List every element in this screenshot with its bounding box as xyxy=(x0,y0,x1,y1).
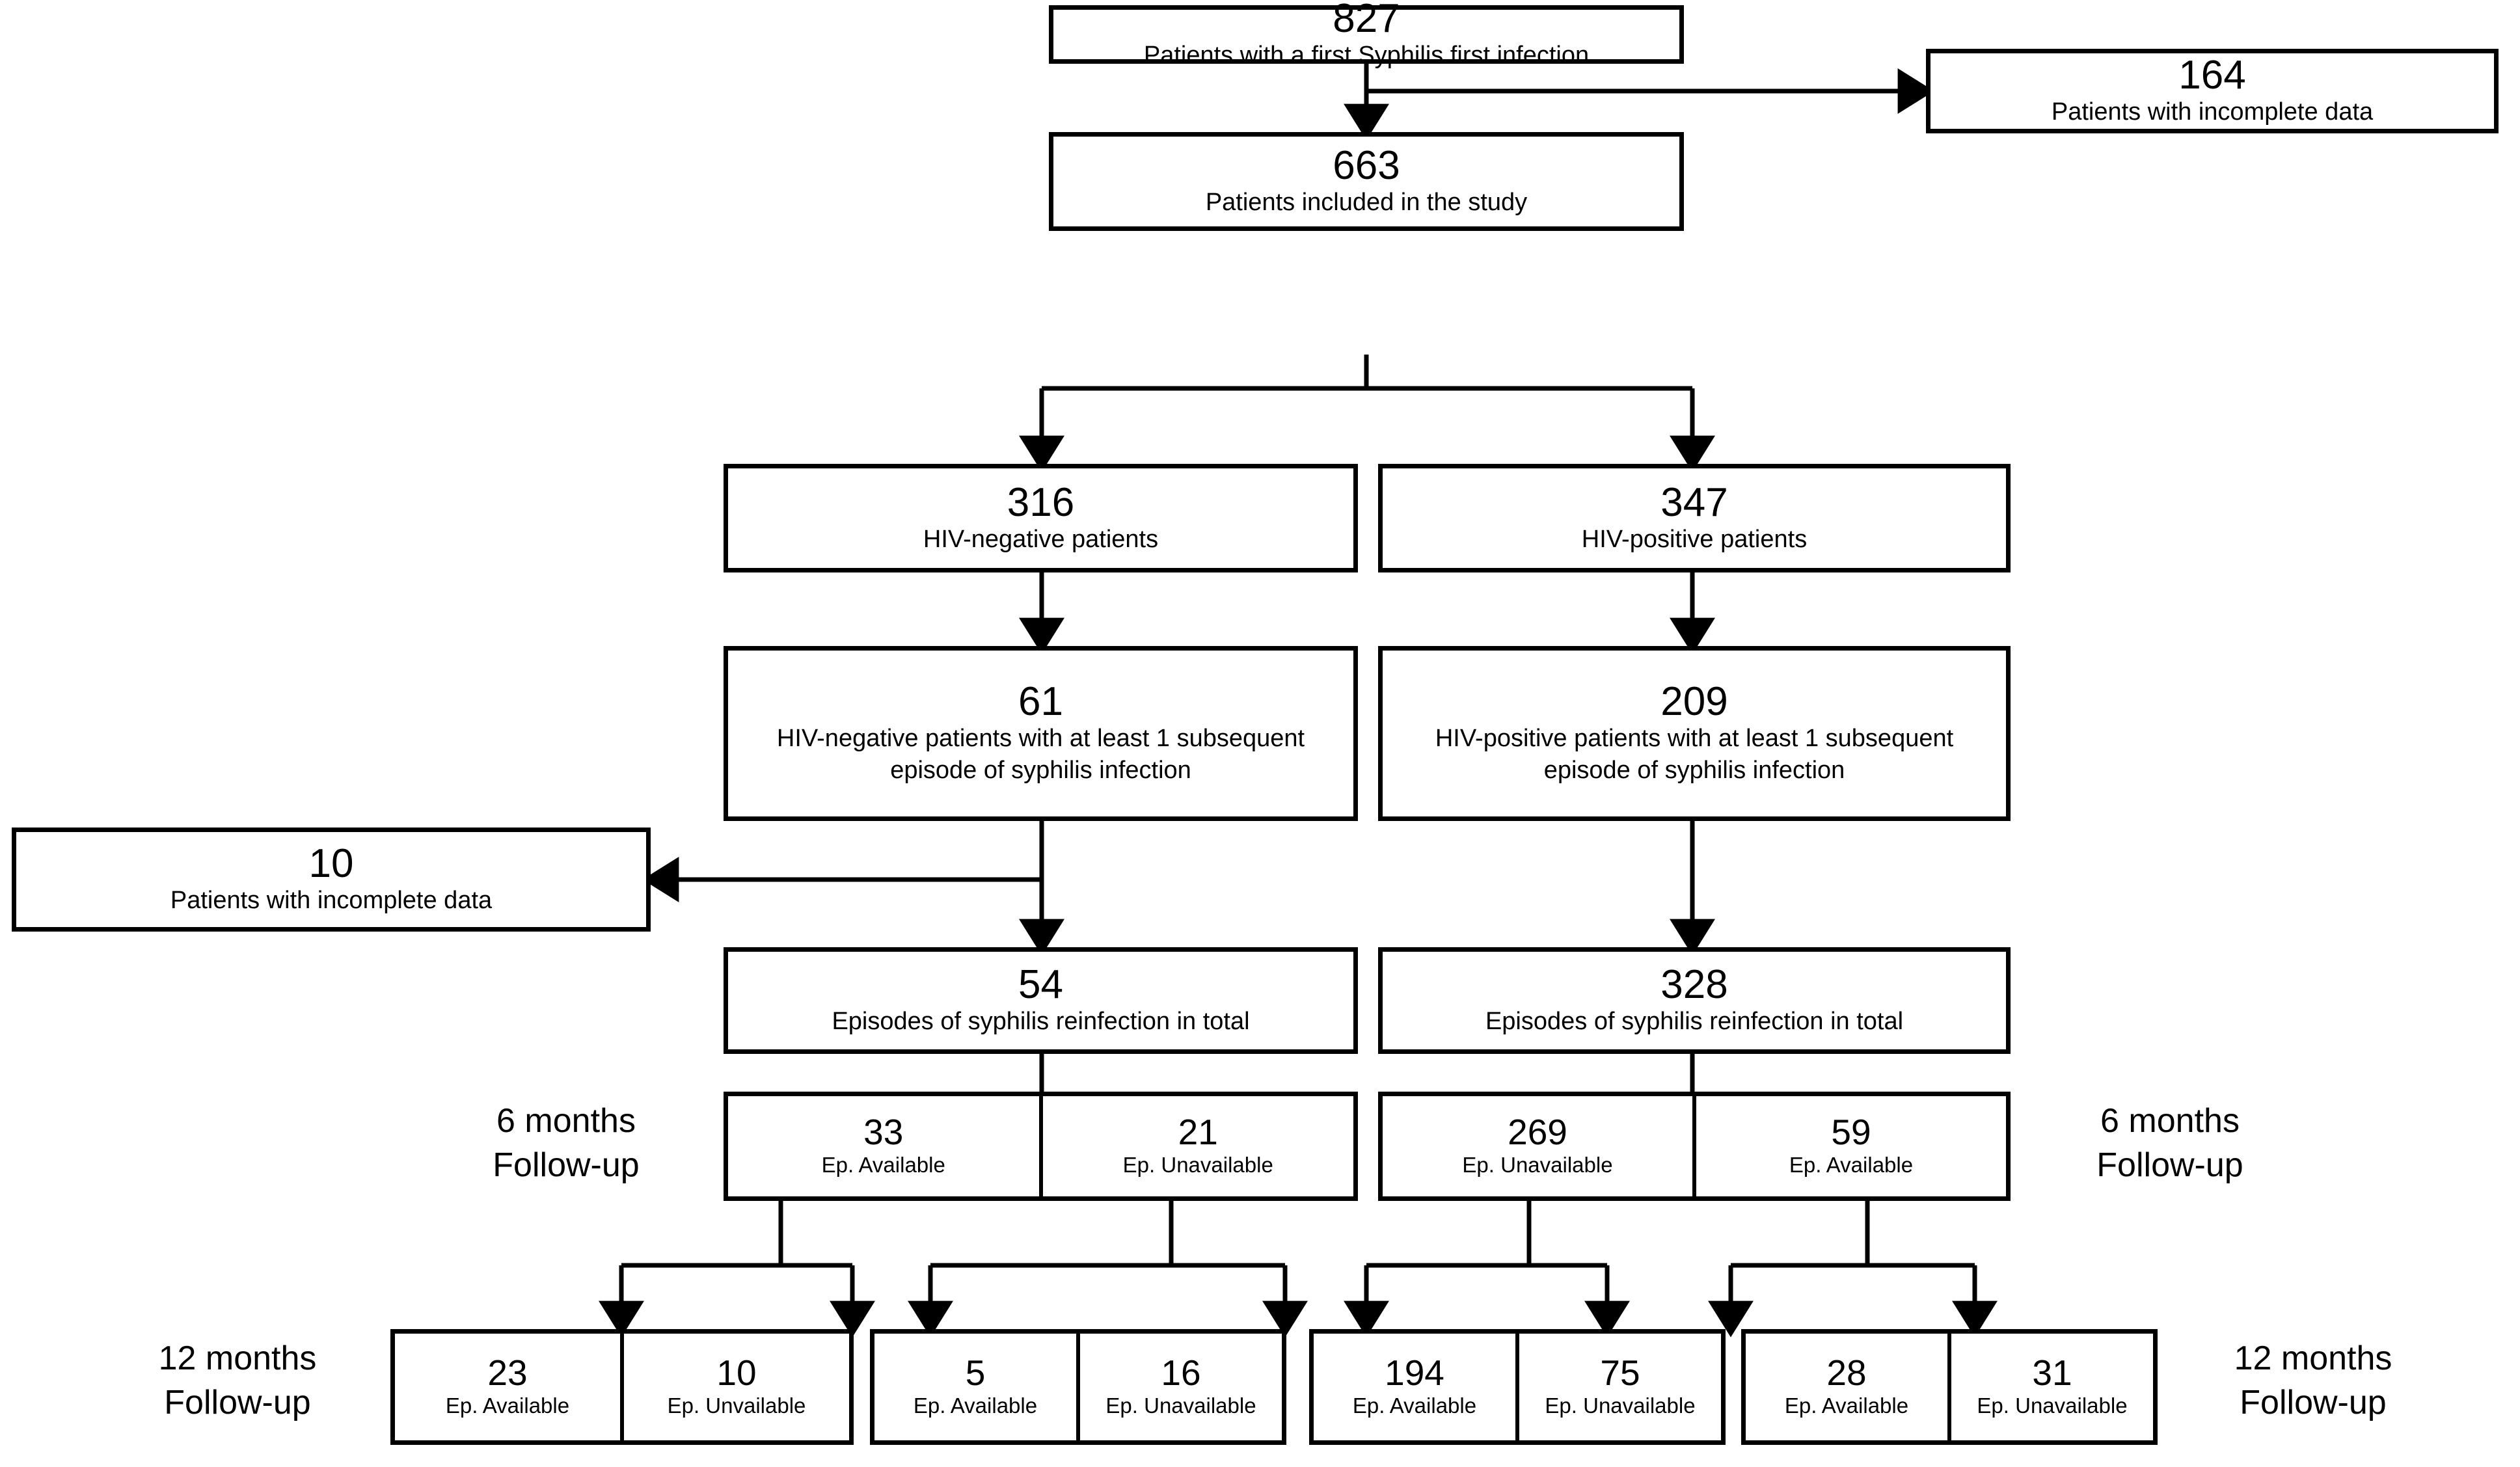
node-count: 164 xyxy=(2178,53,2246,98)
node-label: Patients with incomplete data xyxy=(2051,98,2374,126)
twelve-month-cell-1a: 23 Ep. Available xyxy=(395,1334,620,1440)
cell-count: 16 xyxy=(1161,1353,1201,1393)
node-label: Episodes of syphilis reinfection in tota… xyxy=(1485,1008,1904,1036)
label-6-months-followup-right: 6 months Follow-up xyxy=(2096,1102,2243,1184)
cell-label: Ep. Unavailable xyxy=(1462,1152,1613,1177)
twelve-month-cell-4a: 28 Ep. Available xyxy=(1746,1334,1947,1440)
node-total-patients: 827 Patients with a first Syphilis first… xyxy=(1049,0,1684,69)
cell-count: 59 xyxy=(1831,1112,1871,1152)
twelve-month-cell-3a: 194 Ep. Available xyxy=(1314,1334,1515,1440)
cell-count: 5 xyxy=(965,1353,986,1393)
cell-label: Ep. Available xyxy=(445,1393,570,1418)
six-month-left-pair: 33 Ep. Available 21 Ep. Unavailable xyxy=(724,1092,1358,1201)
cell-label: Ep. Available xyxy=(821,1152,945,1177)
cell-label: Ep. Unavailable xyxy=(1977,1393,2128,1418)
twelve-month-group-3: 194 Ep. Available 75 Ep. Unavailable xyxy=(1309,1329,1726,1445)
node-hiv-positive: 347 HIV-positive patients xyxy=(1378,464,2011,572)
node-label: Patients with incomplete data xyxy=(170,887,493,915)
node-included-in-study: 663 Patients included in the study xyxy=(1049,132,1684,231)
node-hiv-negative-subsequent: 61 HIV-negative patients with at least 1… xyxy=(724,646,1358,821)
node-count: 209 xyxy=(1660,679,1728,725)
twelve-month-cell-4b: 31 Ep. Unavailable xyxy=(1947,1334,2153,1440)
node-excluded-incomplete-top: 164 Patients with incomplete data xyxy=(1926,49,2499,133)
node-count: 316 xyxy=(1007,479,1075,525)
twelve-month-group-1: 23 Ep. Available 10 Ep. Unvailable xyxy=(390,1329,854,1445)
cell-label: Ep. Available xyxy=(913,1393,1038,1418)
cell-count: 21 xyxy=(1178,1112,1218,1152)
cell-count: 23 xyxy=(487,1353,528,1393)
six-month-cell-available-left: 33 Ep. Available xyxy=(728,1096,1039,1196)
node-count: 663 xyxy=(1333,143,1400,189)
cell-label: Ep. Available xyxy=(1352,1393,1477,1418)
twelve-month-group-2: 5 Ep. Available 16 Ep. Unavailable xyxy=(870,1329,1286,1445)
six-month-cell-available-right: 59 Ep. Available xyxy=(1692,1096,2006,1196)
six-month-right-pair: 269 Ep. Unavailable 59 Ep. Available xyxy=(1378,1092,2011,1201)
node-count: 328 xyxy=(1660,962,1728,1008)
node-label: Episodes of syphilis reinfection in tota… xyxy=(832,1008,1250,1036)
node-count: 10 xyxy=(308,841,354,887)
node-label: Patients included in the study xyxy=(1205,189,1528,217)
cell-count: 10 xyxy=(716,1353,757,1393)
node-label: HIV-negative patients xyxy=(923,525,1159,553)
six-month-cell-unavailable-left: 21 Ep. Unavailable xyxy=(1038,1096,1354,1196)
node-count: 347 xyxy=(1660,479,1728,525)
node-count: 827 xyxy=(1333,0,1400,42)
twelve-month-cell-1b: 10 Ep. Unvailable xyxy=(620,1334,849,1440)
node-label: HIV-negative patients with at least 1 su… xyxy=(776,725,1305,785)
node-excluded-incomplete-mid: 10 Patients with incomplete data xyxy=(12,828,651,932)
cell-count: 31 xyxy=(2032,1353,2072,1393)
cell-label: Ep. Unavailable xyxy=(1105,1393,1256,1418)
twelve-month-group-4: 28 Ep. Available 31 Ep. Unavailable xyxy=(1741,1329,2158,1445)
label-12-months-followup-right: 12 months Follow-up xyxy=(2234,1339,2392,1421)
cell-count: 75 xyxy=(1600,1353,1640,1393)
cell-label: Ep. Available xyxy=(1784,1393,1909,1418)
cell-label: Ep. Available xyxy=(1789,1152,1914,1177)
cell-label: Ep. Unvailable xyxy=(667,1393,806,1418)
cell-count: 28 xyxy=(1826,1353,1867,1393)
node-count: 61 xyxy=(1018,679,1063,725)
cell-label: Ep. Unavailable xyxy=(1545,1393,1696,1418)
node-hiv-negative: 316 HIV-negative patients xyxy=(724,464,1358,572)
cell-count: 33 xyxy=(863,1112,904,1152)
six-month-cell-unavailable-right: 269 Ep. Unavailable xyxy=(1383,1096,1692,1196)
twelve-month-cell-2a: 5 Ep. Available xyxy=(874,1334,1076,1440)
cell-label: Ep. Unavailable xyxy=(1122,1152,1273,1177)
node-episodes-negative: 54 Episodes of syphilis reinfection in t… xyxy=(724,947,1358,1054)
node-episodes-positive: 328 Episodes of syphilis reinfection in … xyxy=(1378,947,2011,1054)
cell-count: 194 xyxy=(1385,1353,1444,1393)
node-label: HIV-positive patients with at least 1 su… xyxy=(1435,725,1954,785)
node-count: 54 xyxy=(1018,962,1063,1008)
label-12-months-followup-left: 12 months Follow-up xyxy=(158,1339,317,1421)
node-hiv-positive-subsequent: 209 HIV-positive patients with at least … xyxy=(1378,646,2011,821)
node-label: HIV-positive patients xyxy=(1581,525,1808,553)
cell-count: 269 xyxy=(1508,1112,1567,1152)
node-label: Patients with a first Syphilis first inf… xyxy=(1143,42,1590,70)
twelve-month-cell-2b: 16 Ep. Unavailable xyxy=(1076,1334,1282,1440)
twelve-month-cell-3b: 75 Ep. Unavailable xyxy=(1515,1334,1721,1440)
label-6-months-followup-left: 6 months Follow-up xyxy=(493,1102,640,1184)
